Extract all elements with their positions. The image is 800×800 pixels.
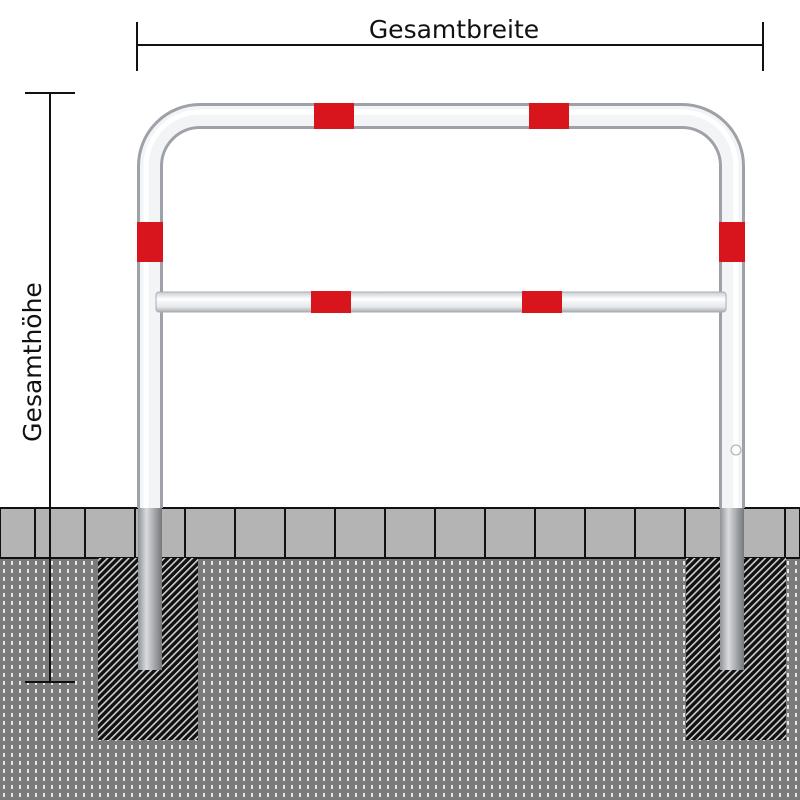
- height-label: Gesamthöhe: [18, 282, 47, 442]
- pavement: [0, 507, 800, 559]
- width-dimension-line: [136, 22, 764, 71]
- red-reflector-bands: [137, 103, 745, 313]
- bolt: [730, 444, 742, 456]
- barrier-frame: [137, 103, 745, 670]
- height-dimension-line: [25, 92, 75, 683]
- width-label: Gesamtbreite: [369, 15, 539, 44]
- middle-rail: [155, 291, 727, 313]
